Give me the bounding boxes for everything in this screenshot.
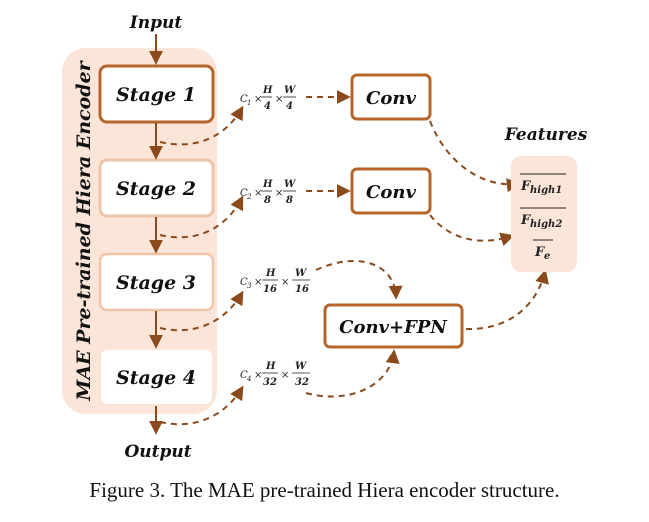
svg-text:×: ×: [254, 94, 262, 105]
svg-text:×: ×: [281, 370, 289, 381]
stage-4-label: Stage 4: [116, 367, 196, 389]
features-title: Features: [504, 125, 588, 145]
stage-3-box: Stage 3: [98, 252, 215, 312]
feature-high2: F high2: [520, 207, 566, 230]
conv-box-1: Conv: [350, 73, 432, 121]
conv2-to-features-arrow: [429, 214, 515, 247]
svg-text:×: ×: [281, 277, 289, 288]
svg-text:×: ×: [275, 188, 283, 199]
svg-text:4: 4: [246, 375, 251, 383]
encoder-panel: [62, 48, 217, 414]
conv-fpn-label: Conv+FPN: [339, 317, 448, 338]
svg-text:H: H: [262, 179, 273, 190]
svg-text:×: ×: [275, 94, 283, 105]
svg-text:high1: high1: [530, 185, 562, 196]
svg-text:8: 8: [264, 195, 271, 206]
conv-2-label: Conv: [366, 182, 416, 203]
conv-1-label: Conv: [366, 88, 416, 109]
stage-1-box: Stage 1: [98, 64, 215, 124]
svg-text:e: e: [544, 251, 550, 262]
svg-text:H: H: [265, 268, 276, 279]
svg-text:C: C: [240, 277, 248, 288]
svg-text:4: 4: [264, 101, 271, 112]
svg-text:4: 4: [286, 101, 293, 112]
svg-text:×: ×: [254, 277, 262, 288]
svg-text:3: 3: [247, 282, 252, 290]
fpn-to-features-arrow: [465, 269, 549, 331]
stage-1-label: Stage 1: [116, 84, 196, 106]
figure-caption: Figure 3. The MAE pre-trained Hiera enco…: [89, 478, 560, 502]
dim4-to-fpn-arrow: [305, 349, 400, 398]
encoder-label: MAE Pre-trained Hiera Encoder: [73, 59, 95, 401]
conv-box-2: Conv: [350, 167, 432, 215]
svg-text:high2: high2: [530, 219, 562, 230]
svg-text:W: W: [284, 85, 297, 96]
conv1-to-features-arrow: [429, 120, 521, 193]
input-label: Input: [129, 13, 183, 33]
svg-text:×: ×: [254, 370, 262, 381]
stage1-branch-arrow: [159, 105, 244, 146]
svg-text:W: W: [295, 361, 308, 372]
svg-text:16: 16: [295, 284, 309, 295]
svg-text:×: ×: [254, 188, 262, 199]
stage-2-label: Stage 2: [116, 178, 196, 200]
svg-text:32: 32: [295, 377, 309, 388]
svg-text:16: 16: [263, 284, 277, 295]
svg-text:2: 2: [246, 193, 252, 201]
dim3-to-fpn-arrow: [315, 260, 403, 300]
svg-text:F: F: [534, 245, 545, 260]
feature-e: F e: [533, 239, 553, 262]
svg-text:C: C: [240, 188, 248, 199]
feature-high1: F high1: [520, 173, 566, 196]
svg-text:C: C: [240, 94, 248, 105]
svg-text:F: F: [520, 213, 531, 228]
output-label: Output: [124, 442, 191, 462]
stage-4-box: Stage 4: [99, 348, 214, 406]
stage3-branch-arrow: [159, 290, 244, 332]
svg-text:H: H: [265, 361, 276, 372]
svg-text:F: F: [520, 179, 531, 194]
features-panel: [511, 156, 577, 272]
svg-text:H: H: [262, 85, 273, 96]
stage2-branch-arrow: [159, 195, 244, 239]
conv-fpn-box: Conv+FPN: [323, 303, 464, 349]
svg-text:32: 32: [263, 377, 277, 388]
svg-text:8: 8: [286, 195, 293, 206]
svg-text:C: C: [240, 370, 248, 381]
svg-text:W: W: [284, 179, 297, 190]
svg-text:1: 1: [247, 99, 251, 107]
svg-text:W: W: [295, 268, 308, 279]
stage-3-label: Stage 3: [116, 272, 196, 294]
stage4-branch-arrow: [159, 385, 244, 426]
stage-2-box: Stage 2: [98, 158, 215, 218]
